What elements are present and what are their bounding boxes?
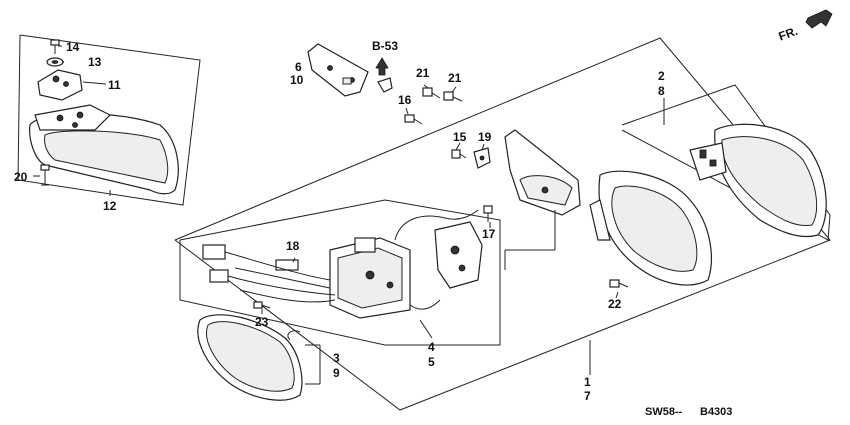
- callout-13: 13: [88, 55, 102, 69]
- outer-housing-cover: [689, 123, 827, 238]
- mirror-glass: [197, 314, 303, 401]
- washer-13: [46, 57, 64, 67]
- screw-14: [50, 39, 60, 54]
- clip-part: [377, 77, 393, 93]
- rearview-box: [17, 34, 201, 206]
- callouts: 14 13 11 12 20 6 10 B-53 21 21 16 15 19 …: [14, 24, 800, 418]
- callout-19: 19: [478, 130, 492, 144]
- motor-assembly: [329, 209, 483, 319]
- mirror-base-mount: [37, 69, 83, 101]
- callout-8: 8: [658, 84, 665, 98]
- inner-triangle-mount: [504, 129, 581, 216]
- screw-15: [451, 149, 467, 159]
- callout-7: 7: [584, 389, 591, 403]
- callout-1: 1: [584, 375, 591, 389]
- motor-assembly-box: [179, 199, 501, 346]
- callout-9: 9: [333, 366, 340, 380]
- screw-22: [609, 279, 629, 288]
- footer-code-b4303: B4303: [700, 406, 732, 418]
- leader-lines: [33, 45, 665, 385]
- fr-arrow: [805, 9, 833, 29]
- callout-20: 20: [14, 170, 28, 184]
- callout-22: 22: [608, 297, 622, 311]
- callout-21a: 21: [416, 66, 430, 80]
- callout-14: 14: [66, 40, 80, 54]
- callout-3: 3: [333, 351, 340, 365]
- wiring-harness: [202, 244, 336, 303]
- ref-code-b53: B-53: [372, 39, 398, 53]
- screw-17: [483, 205, 493, 222]
- callout-18: 18: [286, 239, 300, 253]
- screw-16: [404, 114, 423, 125]
- callout-21b: 21: [448, 71, 462, 85]
- screw-21a: [422, 87, 441, 99]
- callout-10: 10: [290, 73, 304, 87]
- callout-6: 6: [295, 60, 302, 74]
- callout-23: 23: [255, 315, 269, 329]
- mirror-housing-frame: [589, 170, 712, 286]
- ref-arrow: [375, 57, 389, 76]
- direction-marker-fr: FR.: [777, 24, 800, 44]
- screw-21b: [443, 91, 463, 102]
- callout-16: 16: [398, 93, 412, 107]
- footer-code-sw58: SW58--: [645, 406, 683, 418]
- screw-23: [253, 301, 271, 309]
- callout-2: 2: [658, 69, 665, 83]
- callout-11: 11: [108, 78, 121, 92]
- screw-20: [40, 164, 50, 186]
- rearview-mirror: [29, 104, 179, 195]
- assembly-boundary: [174, 37, 831, 411]
- callout-15: 15: [453, 130, 467, 144]
- spring-clip: [287, 330, 301, 341]
- callout-12: 12: [103, 199, 117, 213]
- clip-19: [473, 147, 491, 169]
- callout-5: 5: [428, 355, 435, 369]
- corner-cover-6-10: [307, 43, 369, 97]
- callout-17: 17: [482, 227, 496, 241]
- callout-4: 4: [428, 340, 435, 354]
